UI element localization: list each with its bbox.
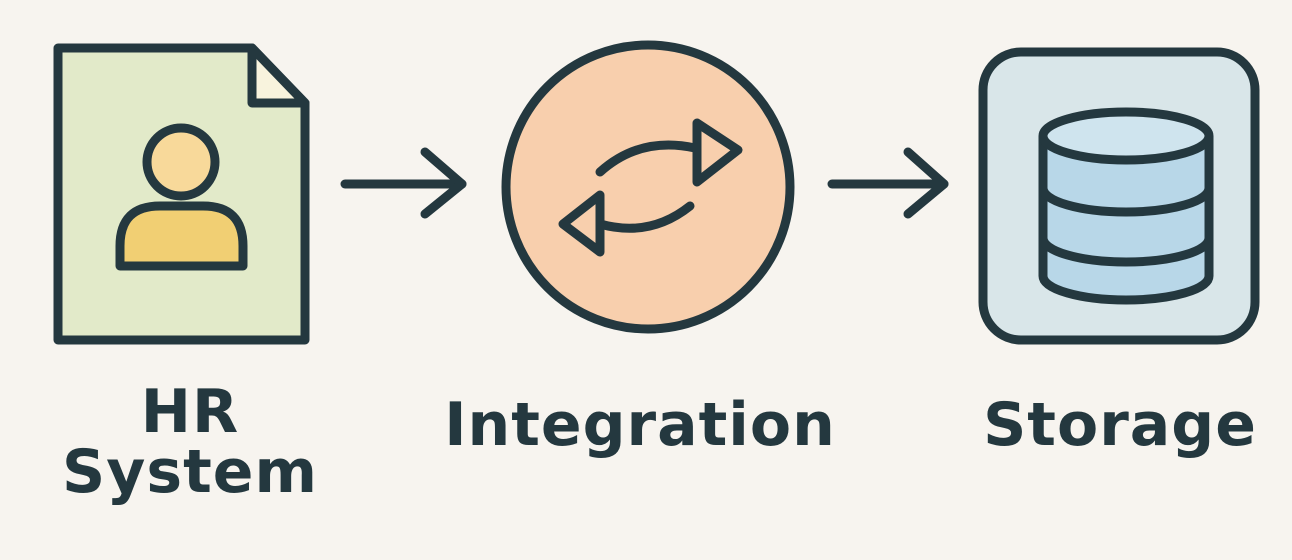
database-ring-2 [1038,237,1214,267]
database-ring-1 [1038,187,1214,217]
integration-circle [501,40,795,334]
storage-node [978,47,1260,345]
storage-label: Storage [983,390,1257,460]
person-document-icon [115,123,248,271]
hr-system-label-line1: HR [140,377,240,447]
sync-triangle-right [692,118,743,187]
integration-label: Integration [444,390,836,460]
database-icon [1038,107,1214,305]
document-fold-corner [247,43,310,108]
sync-arrows-icon [558,118,743,257]
arrow-head [903,147,949,219]
database-top [1038,107,1214,165]
arrow-head [420,147,467,219]
sync-arc-bottom [595,201,695,233]
hr-system-label: HR System [40,382,340,502]
arrow-integration-to-storage [827,147,949,219]
sync-triangle-left [558,190,605,257]
person-body [115,201,248,271]
sync-arc-top [595,140,700,177]
person-head [142,123,220,201]
arrow-hr-to-integration [340,147,467,219]
integration-node [501,40,795,334]
hr-system-label-line2: System [62,437,318,507]
hr-system-node [53,43,310,345]
